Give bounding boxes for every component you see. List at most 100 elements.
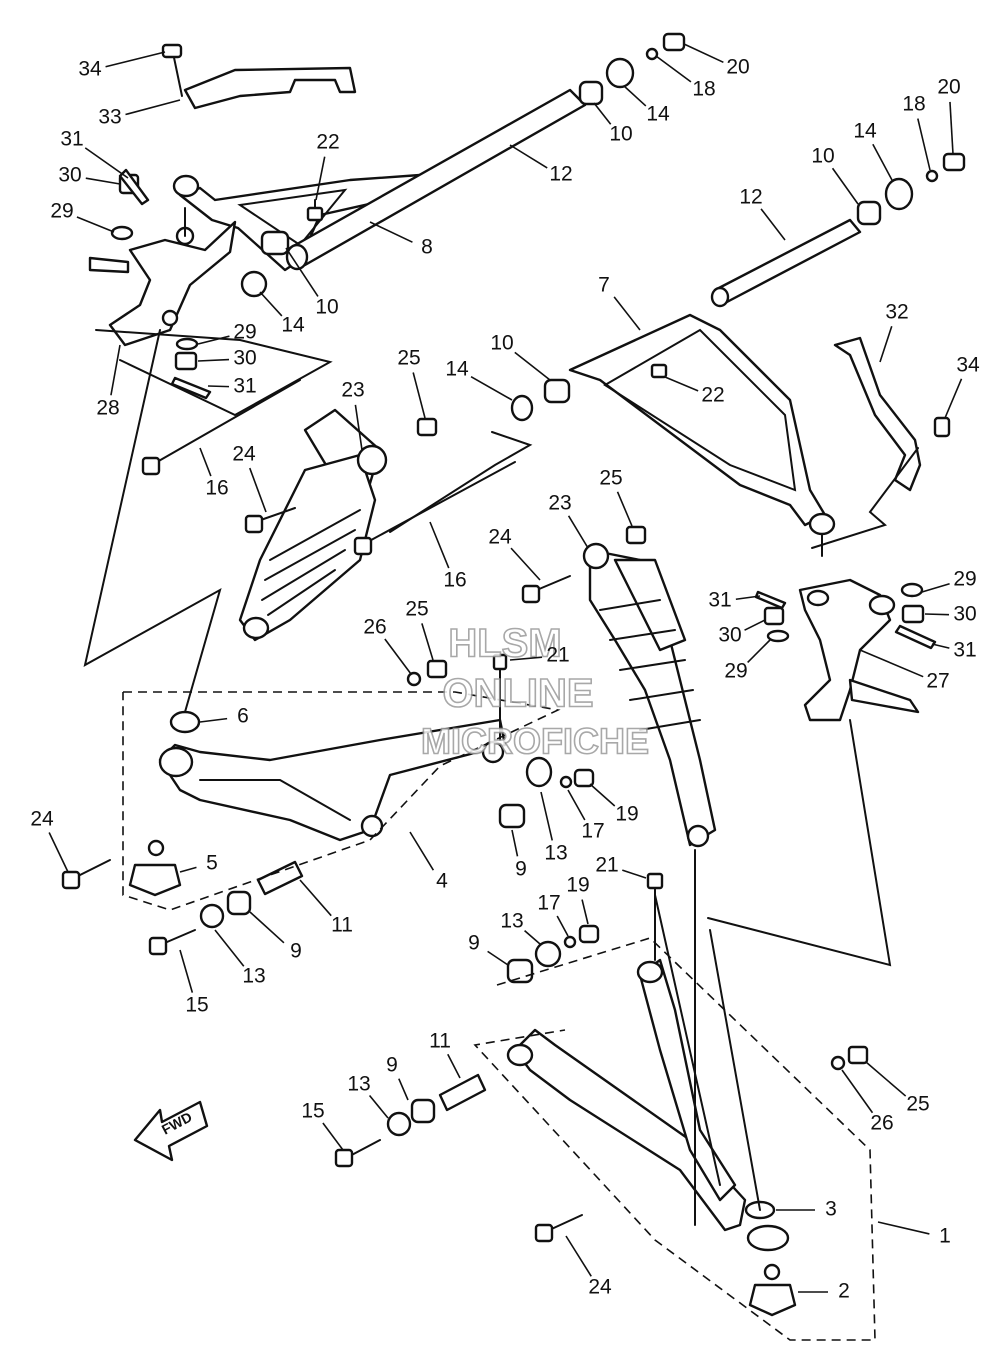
leader-line (125, 99, 181, 116)
leader-line (199, 447, 212, 477)
knuckle-27 (798, 578, 920, 722)
leader-line (944, 378, 963, 419)
callout-18: 18 (692, 78, 715, 101)
leader-line (429, 521, 450, 569)
callout-31: 31 (60, 128, 83, 151)
callout-3: 3 (825, 1198, 837, 1221)
leader-line (511, 829, 519, 857)
shock-absorber-right (582, 542, 717, 848)
callout-29: 29 (953, 568, 976, 591)
knuckle-28 (88, 207, 237, 347)
callout-14: 14 (281, 314, 305, 337)
callout-23: 23 (341, 379, 364, 402)
callout-13: 13 (347, 1073, 370, 1096)
leader-line (412, 372, 426, 419)
callout-29: 29 (233, 321, 256, 344)
guard-bracket-33 (161, 43, 357, 110)
leader-line (487, 950, 509, 966)
callout-10: 10 (315, 296, 338, 319)
fwd-arrow-icon: FWD (133, 1100, 209, 1162)
callout-4: 4 (436, 870, 448, 893)
leader-line (354, 404, 363, 451)
leader-line (76, 216, 115, 233)
leader-line (556, 915, 569, 937)
leader-line (879, 325, 893, 363)
callout-26: 26 (363, 616, 386, 639)
assembly-lines (83, 329, 919, 1226)
collar-bolt-22-left (306, 199, 324, 222)
leader-line (744, 619, 766, 631)
leader-line (84, 147, 129, 179)
callout-28: 28 (96, 397, 119, 420)
leader-line (831, 167, 859, 205)
leader-line (623, 85, 647, 107)
callout-17: 17 (581, 820, 604, 843)
callout-31: 31 (708, 589, 731, 612)
callout-30: 30 (953, 603, 976, 626)
leader-line (921, 582, 950, 593)
leader-line (197, 358, 230, 362)
leader-line (581, 899, 589, 925)
grease-21-right (646, 872, 664, 961)
leader-line (616, 491, 633, 527)
callout-12: 12 (739, 186, 762, 209)
guard-bracket-32 (833, 336, 951, 492)
callout-25: 25 (599, 467, 622, 490)
leader-line (207, 385, 230, 388)
leader-line (683, 43, 724, 64)
callout-13: 13 (242, 965, 265, 988)
shock-absorber-left (238, 408, 388, 642)
callout-15: 15 (301, 1100, 324, 1123)
bolts-24-upper (244, 507, 571, 604)
callout-13: 13 (544, 842, 567, 865)
callout-19: 19 (615, 803, 638, 826)
leader-line (931, 643, 950, 649)
dashed-boundaries (122, 691, 876, 1341)
leader-line (509, 144, 548, 169)
callout-20: 20 (937, 76, 960, 99)
callout-8: 8 (421, 236, 433, 259)
leader-line (48, 832, 69, 873)
leader-line (249, 911, 285, 944)
callout-31: 31 (233, 375, 256, 398)
callout-9: 9 (290, 940, 302, 963)
grease-21-left (492, 653, 508, 741)
lower-arm-left (158, 718, 507, 842)
watermark-line-3: MICROFICHE (421, 721, 649, 762)
callout-31: 31 (953, 639, 976, 662)
watermark: HLSM ONLINE MICROFICHE (420, 621, 650, 763)
leader-line (524, 930, 541, 945)
leader-line (664, 376, 699, 392)
callout-13: 13 (500, 910, 523, 933)
callout-26: 26 (870, 1112, 893, 1135)
leader-line (105, 51, 166, 68)
upper-arm-right (568, 313, 836, 557)
callout-24: 24 (488, 526, 512, 549)
leader-line (179, 866, 197, 873)
callout-layer: 3433313029228122018141020181410121014293… (30, 43, 980, 1303)
callout-24: 24 (232, 443, 256, 466)
leader-line (179, 949, 194, 993)
watermark-line-1: HLSM (448, 622, 561, 666)
leader-line (865, 1061, 907, 1097)
leader-line (447, 1053, 461, 1079)
leader-line (655, 55, 692, 83)
callout-34: 34 (956, 354, 980, 377)
leader-line (285, 247, 319, 297)
leader-line (567, 515, 589, 549)
leader-line (593, 102, 612, 125)
ball-joint-5 (128, 839, 182, 897)
callout-24: 24 (588, 1276, 612, 1299)
callout-15: 15 (185, 994, 208, 1017)
leader-line (540, 791, 554, 841)
leader-line (949, 101, 954, 155)
leader-line (85, 177, 121, 185)
callout-14: 14 (646, 103, 670, 126)
leader-line (567, 789, 586, 821)
callout-11: 11 (429, 1030, 451, 1053)
callout-7: 7 (598, 274, 610, 297)
callout-11: 11 (331, 914, 353, 937)
callout-10: 10 (490, 332, 513, 355)
callout-29: 29 (50, 200, 73, 223)
leader-line (470, 376, 513, 401)
